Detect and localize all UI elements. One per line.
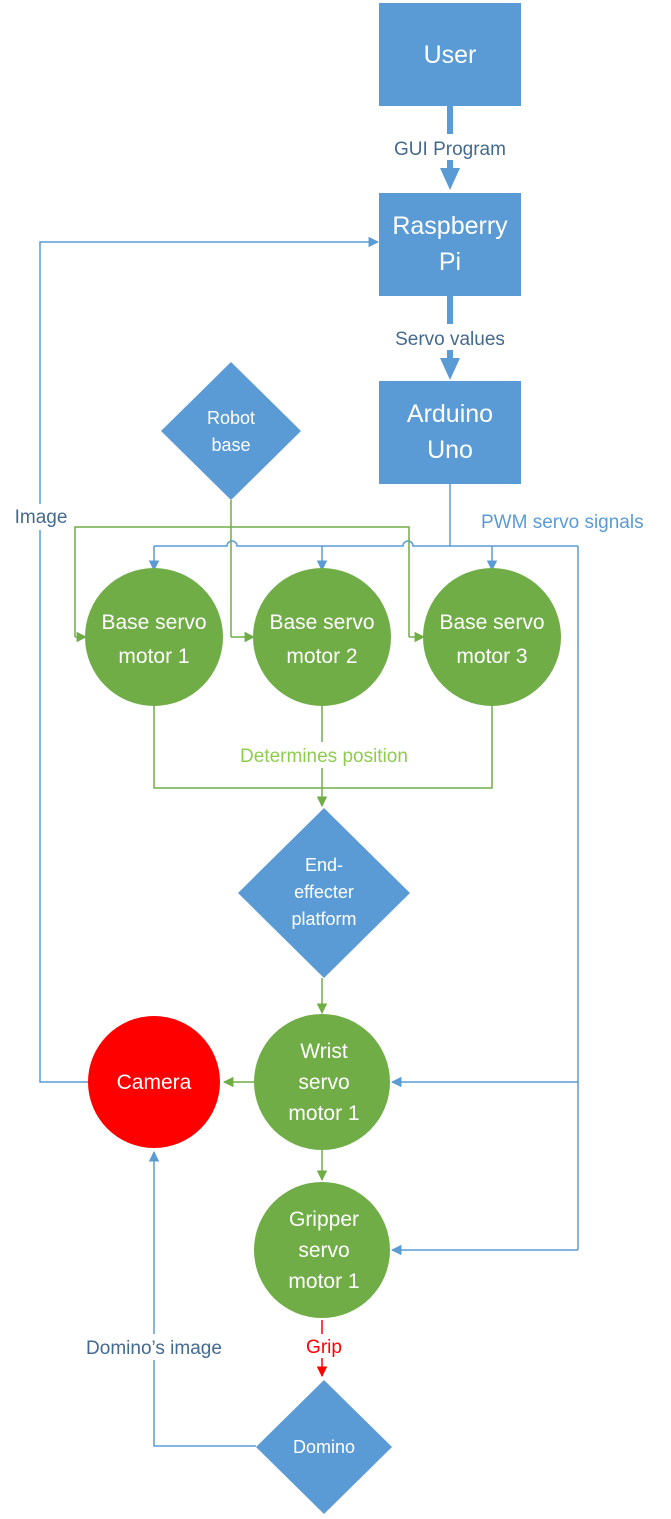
node-base-servo-2-line2: motor 2: [286, 645, 357, 668]
edge-pi-to-arduino-arrowhead: [440, 358, 460, 380]
node-camera-label: Camera: [117, 1071, 192, 1094]
node-wrist-servo-line3: motor 1: [288, 1102, 359, 1125]
node-arduino-uno-line2: Uno: [427, 436, 473, 464]
node-camera: Camera: [88, 1016, 220, 1148]
node-base-servo-1: Base servo motor 1: [85, 568, 223, 706]
edges: [39, 106, 579, 1447]
image-label: Image: [15, 507, 68, 528]
determines-position-label: Determines position: [240, 746, 408, 767]
node-raspberry-pi-line1: Raspberry: [392, 212, 508, 240]
node-gripper-servo: Gripper servo motor 1: [254, 1182, 390, 1318]
node-base-servo-3-line1: Base servo: [439, 611, 544, 634]
node-base-servo-1-line1: Base servo: [101, 611, 206, 634]
node-gripper-servo-line3: motor 1: [288, 1270, 359, 1293]
node-user-label: User: [424, 41, 477, 69]
gui-program-label: GUI Program: [394, 139, 506, 160]
node-end-effecter-line2: effecter: [294, 882, 354, 902]
edge-domino-to-camera: [148, 1150, 256, 1447]
node-robot-base-line2: base: [211, 435, 250, 455]
pwm-servo-signals-label: PWM servo signals: [481, 512, 644, 533]
node-robot-base: Robot base: [161, 362, 301, 500]
node-raspberry-pi-line2: Pi: [439, 248, 461, 276]
node-robot-base-line1: Robot: [207, 408, 255, 428]
grip-label: Grip: [306, 1337, 342, 1358]
node-base-servo-2: Base servo motor 2: [253, 568, 391, 706]
node-wrist-servo: Wrist servo motor 1: [254, 1014, 390, 1150]
node-end-effecter-line3: platform: [291, 909, 356, 929]
node-base-servo-2-line1: Base servo: [269, 611, 374, 634]
node-arduino-uno-line1: Arduino: [407, 400, 493, 428]
node-wrist-servo-line1: Wrist: [300, 1040, 348, 1063]
node-gripper-servo-line2: servo: [298, 1239, 349, 1262]
edge-pwm-bus: [154, 540, 578, 547]
node-domino: Domino: [256, 1380, 392, 1514]
node-gripper-servo-line1: Gripper: [289, 1208, 359, 1231]
edge-labels: GUI Program Servo values PWM servo signa…: [10, 134, 644, 1360]
node-arduino-uno: Arduino Uno: [379, 381, 521, 484]
edge-camera-to-pi: [39, 236, 380, 1083]
node-user: User: [379, 3, 521, 106]
node-end-effecter-line1: End-: [305, 855, 343, 875]
dominos-image-label: Domino’s image: [86, 1338, 222, 1359]
edge-user-to-pi-arrowhead: [440, 168, 460, 190]
node-base-servo-1-line2: motor 1: [118, 645, 189, 668]
node-wrist-servo-line2: servo: [298, 1071, 349, 1094]
servo-values-label: Servo values: [395, 329, 505, 350]
edge-green-top-bus: [74, 526, 410, 637]
node-end-effecter-platform: End- effecter platform: [238, 808, 410, 978]
node-base-servo-3-line2: motor 3: [456, 645, 527, 668]
node-base-servo-3: Base servo motor 3: [423, 568, 561, 706]
edge-base-servos-merge: [153, 706, 493, 789]
node-raspberry-pi: Raspberry Pi: [379, 193, 521, 296]
node-domino-label: Domino: [293, 1437, 355, 1457]
